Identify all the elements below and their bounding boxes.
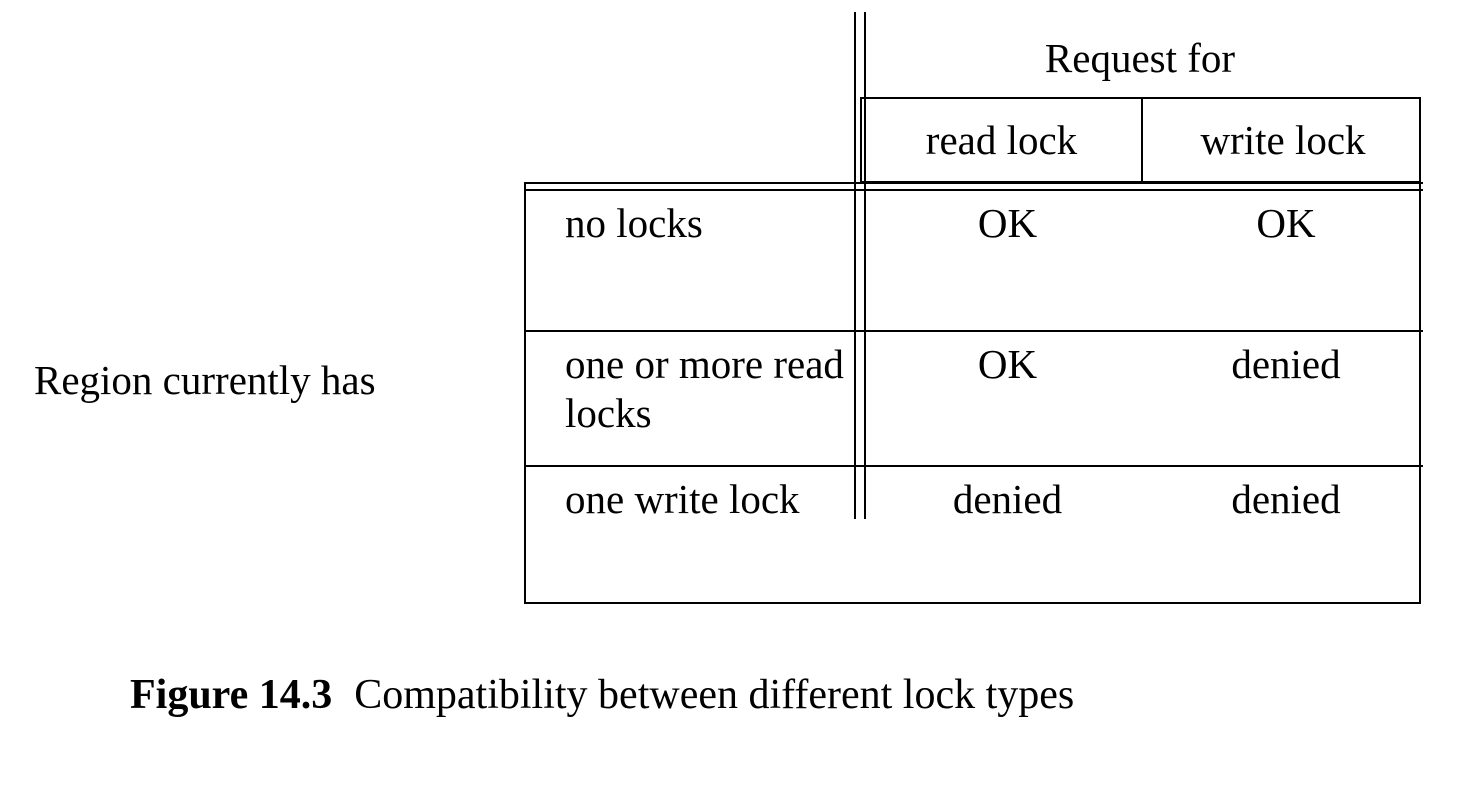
figure-number: Figure 14.3 xyxy=(130,672,333,718)
row-label-column-divider-inner xyxy=(864,12,866,519)
cell-write-lock-write-lock: denied xyxy=(1231,476,1341,522)
table-row: one write lock denied denied xyxy=(526,467,1423,604)
column-header-read-lock: read lock xyxy=(862,99,1143,181)
table-body: no locks OK OK one or more read locks OK… xyxy=(524,182,1423,604)
row-label-column-divider-outer xyxy=(854,12,856,519)
row-divider-2 xyxy=(526,465,1423,467)
row-divider-1 xyxy=(526,330,1423,332)
figure-caption-text: Compatibility between different lock typ… xyxy=(354,672,1075,718)
header-body-divider-upper xyxy=(526,182,1423,184)
row-group-label: Region currently has xyxy=(34,357,376,403)
table-row: no locks OK OK xyxy=(526,191,1423,330)
lock-compatibility-table: read lock write lock no locks OK OK one … xyxy=(524,12,1423,604)
row-header-one-write-lock: one write lock xyxy=(565,476,800,522)
cell-read-locks-read-lock: OK xyxy=(977,341,1038,387)
cell-write-lock-read-lock: denied xyxy=(952,476,1063,522)
cell-read-locks-write-lock: denied xyxy=(1231,341,1341,387)
cell-no-locks-read-lock: OK xyxy=(977,200,1038,246)
row-header-one-or-more-read-locks: one or more read locks xyxy=(565,341,844,436)
column-group-label: Request for xyxy=(1044,35,1236,81)
figure-caption: Figure 14.3 Compatibility between differe… xyxy=(130,671,1074,719)
header-body-divider-lower xyxy=(526,189,1423,191)
row-header-no-locks: no locks xyxy=(565,200,703,246)
table-row: one or more read locks OK denied xyxy=(526,332,1423,465)
table-header-row: read lock write lock xyxy=(860,97,1421,183)
column-header-write-lock: write lock xyxy=(1200,116,1366,163)
cell-no-locks-write-lock: OK xyxy=(1256,200,1316,246)
